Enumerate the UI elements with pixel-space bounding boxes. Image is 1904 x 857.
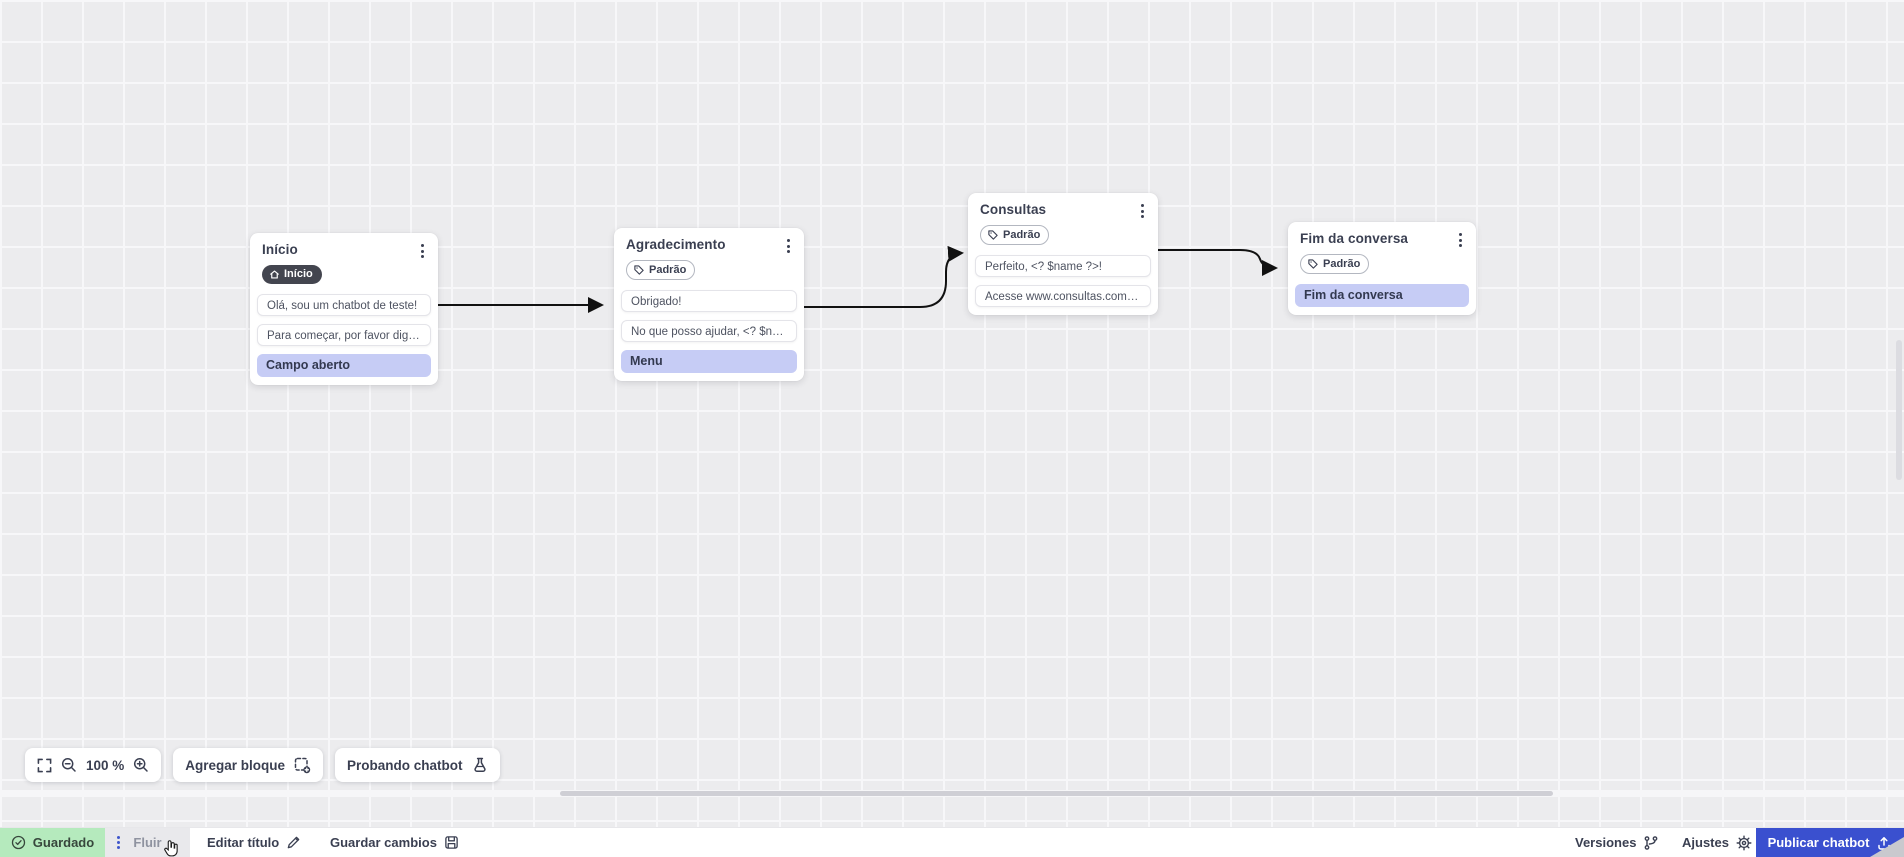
save-icon — [445, 836, 458, 849]
branch-icon — [1645, 835, 1658, 850]
drag-handle-icon[interactable] — [117, 836, 120, 849]
add-block-icon — [294, 757, 311, 773]
gear-icon — [1736, 835, 1752, 850]
zoom-out-icon — [61, 757, 76, 772]
flow-canvas[interactable]: Início Início Olá, sou um chatbot de tes… — [0, 0, 1904, 827]
flow-node-fim-da-conversa[interactable]: Fim da conversa Padrão Fim da conversa — [1288, 222, 1476, 315]
versions-button[interactable]: Versiones — [1575, 828, 1659, 857]
flask-icon — [473, 757, 486, 772]
flow-node-inicio[interactable]: Início Início Olá, sou um chatbot de tes… — [250, 233, 438, 385]
zoom-controls: 100 % — [25, 748, 162, 782]
save-changes-button[interactable]: Guardar cambios — [330, 828, 459, 857]
node-action[interactable]: Fim da conversa — [1295, 284, 1469, 307]
flow-node-agradecimento[interactable]: Agradecimento Padrão Obrigado! No que po… — [614, 228, 804, 381]
node-action[interactable]: Campo aberto — [257, 354, 431, 377]
saved-status-badge: Guardado — [0, 828, 105, 857]
kebab-menu-icon[interactable] — [1137, 202, 1148, 220]
node-message[interactable]: Perfeito, <? $name ?>! — [975, 255, 1151, 277]
kebab-menu-icon[interactable] — [417, 242, 428, 260]
node-message[interactable]: Obrigado! — [621, 290, 797, 312]
zoom-in-icon — [134, 757, 149, 772]
node-message[interactable]: Olá, sou um chatbot de teste! — [257, 294, 431, 316]
node-type-badge: Padrão — [980, 225, 1050, 245]
vertical-scrollbar-thumb[interactable] — [1896, 340, 1902, 480]
zoom-in-button[interactable] — [133, 757, 149, 773]
connector-consultas-fim — [1158, 249, 1278, 276]
publish-chatbot-button[interactable]: Publicar chatbot — [1756, 828, 1904, 857]
node-type-badge: Padrão — [626, 260, 696, 280]
node-message[interactable]: No que posso ajudar, <? $name ... — [621, 320, 797, 342]
node-title: Fim da conversa — [1300, 231, 1409, 246]
fullscreen-button[interactable] — [37, 758, 52, 773]
edit-title-button[interactable]: Editar título — [207, 828, 301, 857]
kebab-menu-icon[interactable] — [783, 237, 794, 255]
corner-fold — [1870, 837, 1904, 857]
zoom-out-button[interactable] — [61, 757, 77, 773]
tag-icon — [1308, 259, 1318, 269]
connector-agradecimento-consultas — [804, 245, 964, 308]
add-block-button[interactable]: Agregar bloque — [173, 748, 324, 782]
canvas-toolbar: 100 % Agregar bloque Probando chatbot — [25, 748, 500, 782]
node-title: Início — [262, 242, 298, 257]
home-icon — [270, 270, 279, 279]
kebab-menu-icon[interactable] — [1455, 231, 1466, 249]
node-message[interactable]: Para começar, por favor digite o ... — [257, 324, 431, 346]
horizontal-scrollbar-thumb[interactable] — [560, 791, 1553, 796]
node-title: Agradecimento — [626, 237, 726, 252]
node-message[interactable]: Acesse www.consultas.com par... — [975, 285, 1151, 307]
tag-icon — [634, 265, 644, 275]
connector-lines — [438, 245, 1278, 313]
tab-fluir[interactable]: Fluir — [105, 828, 190, 857]
status-bar: Guardado Fluir Editar título Guardar cam… — [0, 827, 1904, 857]
settings-button[interactable]: Ajustes — [1682, 828, 1752, 857]
horizontal-scrollbar[interactable] — [0, 790, 1904, 797]
node-action[interactable]: Menu — [621, 350, 797, 373]
flow-node-consultas[interactable]: Consultas Padrão Perfeito, <? $name ?>! … — [968, 193, 1158, 315]
fullscreen-icon — [37, 758, 52, 772]
tag-icon — [988, 230, 998, 240]
node-type-badge: Início — [262, 265, 322, 284]
node-type-badge: Padrão — [1300, 254, 1370, 274]
pencil-icon — [287, 836, 300, 849]
check-circle-icon — [11, 835, 25, 850]
test-chatbot-button[interactable]: Probando chatbot — [335, 748, 500, 782]
zoom-level: 100 % — [86, 757, 125, 773]
node-title: Consultas — [980, 202, 1047, 217]
